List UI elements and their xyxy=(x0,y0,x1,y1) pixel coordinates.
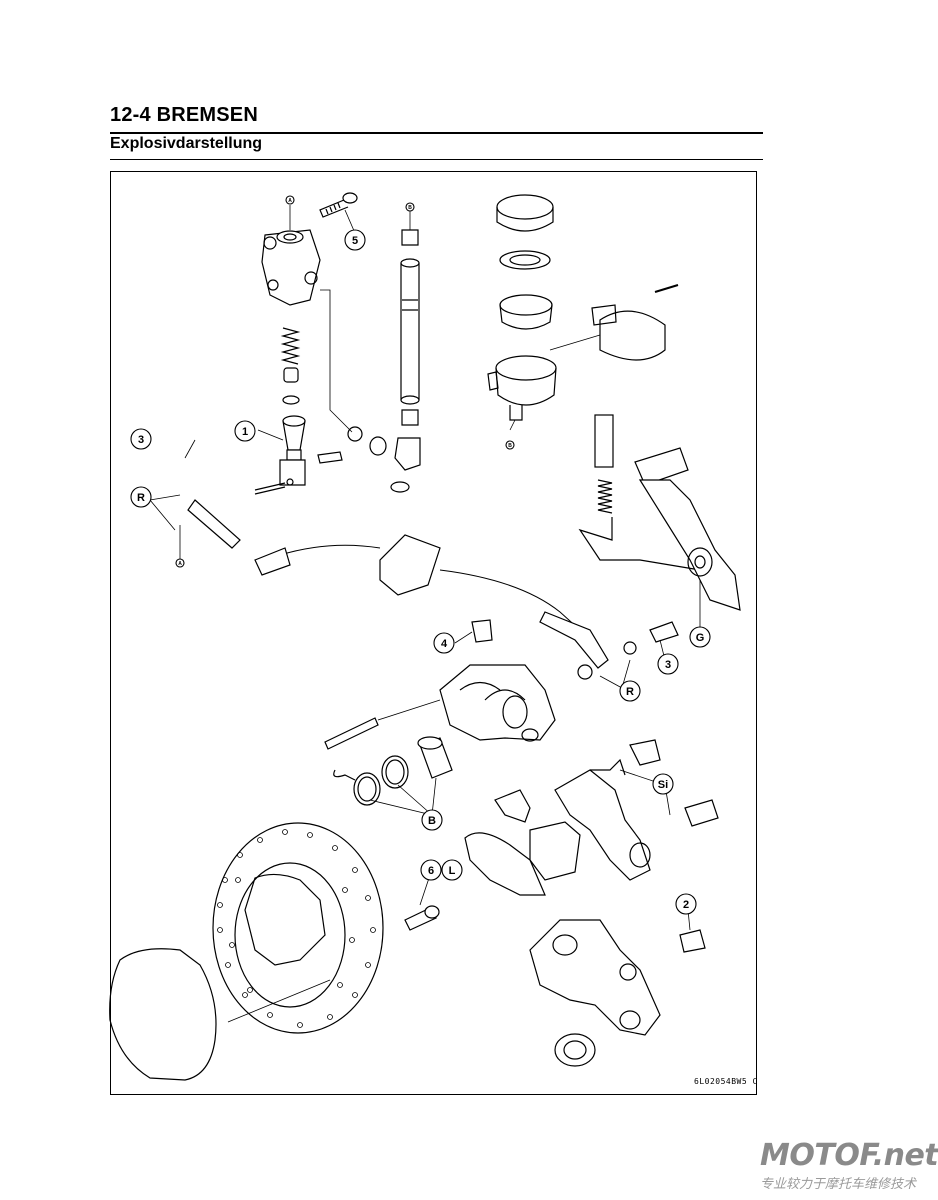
piston xyxy=(283,367,299,383)
hose-bracket xyxy=(379,534,441,596)
banjo-bolt xyxy=(649,621,679,643)
watermark-logo: MOTOF.net xyxy=(760,1138,938,1173)
callout-l: L xyxy=(449,865,456,877)
caliper-pin xyxy=(324,717,379,750)
figure-code: 6L02054BW5 C xyxy=(694,1077,758,1086)
bracket-bolt xyxy=(390,481,410,493)
cotter-pin xyxy=(333,769,356,781)
callout-si: Si xyxy=(658,779,668,791)
disc-holes xyxy=(217,829,376,1028)
spring xyxy=(280,327,301,365)
callout-6: 6 xyxy=(428,865,434,877)
snap-ring xyxy=(369,436,387,456)
callout-3a: 3 xyxy=(138,434,144,446)
bolt-5 xyxy=(319,192,358,218)
bleed-valve xyxy=(471,619,493,643)
callout-ra: R xyxy=(137,492,145,504)
pad-spring xyxy=(494,789,531,823)
clevis-pin xyxy=(317,451,343,464)
reservoir-assembly xyxy=(487,194,557,421)
hose-banjo xyxy=(254,547,291,576)
callout-rb: R xyxy=(626,686,634,698)
callout-3b: 3 xyxy=(665,659,671,671)
hose-end-left xyxy=(187,499,241,549)
callout-circles xyxy=(130,195,711,915)
caliper xyxy=(439,664,556,742)
caliper-bracket xyxy=(554,739,719,881)
push-rod-assembly xyxy=(254,415,306,495)
callout-5: 5 xyxy=(352,235,358,247)
watermark-tagline: 专业较力于摩托车维修技术 xyxy=(760,1177,917,1192)
callout-a2: A xyxy=(178,561,182,567)
callout-1: 1 xyxy=(242,426,248,438)
pistons-seals xyxy=(353,736,453,816)
callout-b1: B xyxy=(408,205,412,211)
o-ring xyxy=(282,395,300,405)
exploded-view-frame xyxy=(110,171,757,1095)
page-title: 12-4 BREMSEN xyxy=(110,104,258,126)
circlip xyxy=(347,426,363,442)
reservoir-hose xyxy=(394,229,421,471)
master-cylinder-body xyxy=(261,229,321,306)
callout-2: 2 xyxy=(683,899,689,911)
callout-b2: B xyxy=(508,443,512,449)
gasket xyxy=(109,948,217,1081)
brake-pedal xyxy=(578,414,741,611)
title-rule xyxy=(110,132,763,134)
callout-g: G xyxy=(696,632,705,644)
callout-a1: A xyxy=(288,198,292,204)
brake-hose xyxy=(279,544,601,649)
section-rule xyxy=(110,159,763,161)
brake-pad-inner xyxy=(529,821,581,881)
brake-pad-outer xyxy=(464,832,546,896)
section-title: Explosivdarstellung xyxy=(110,135,263,152)
hose-end-right xyxy=(539,611,609,669)
callout-4: 4 xyxy=(441,638,448,650)
brake-disc xyxy=(212,822,384,1034)
callout-b: B xyxy=(428,815,436,827)
caliper-mount xyxy=(529,919,706,1067)
reservoir-clamp xyxy=(549,284,679,361)
